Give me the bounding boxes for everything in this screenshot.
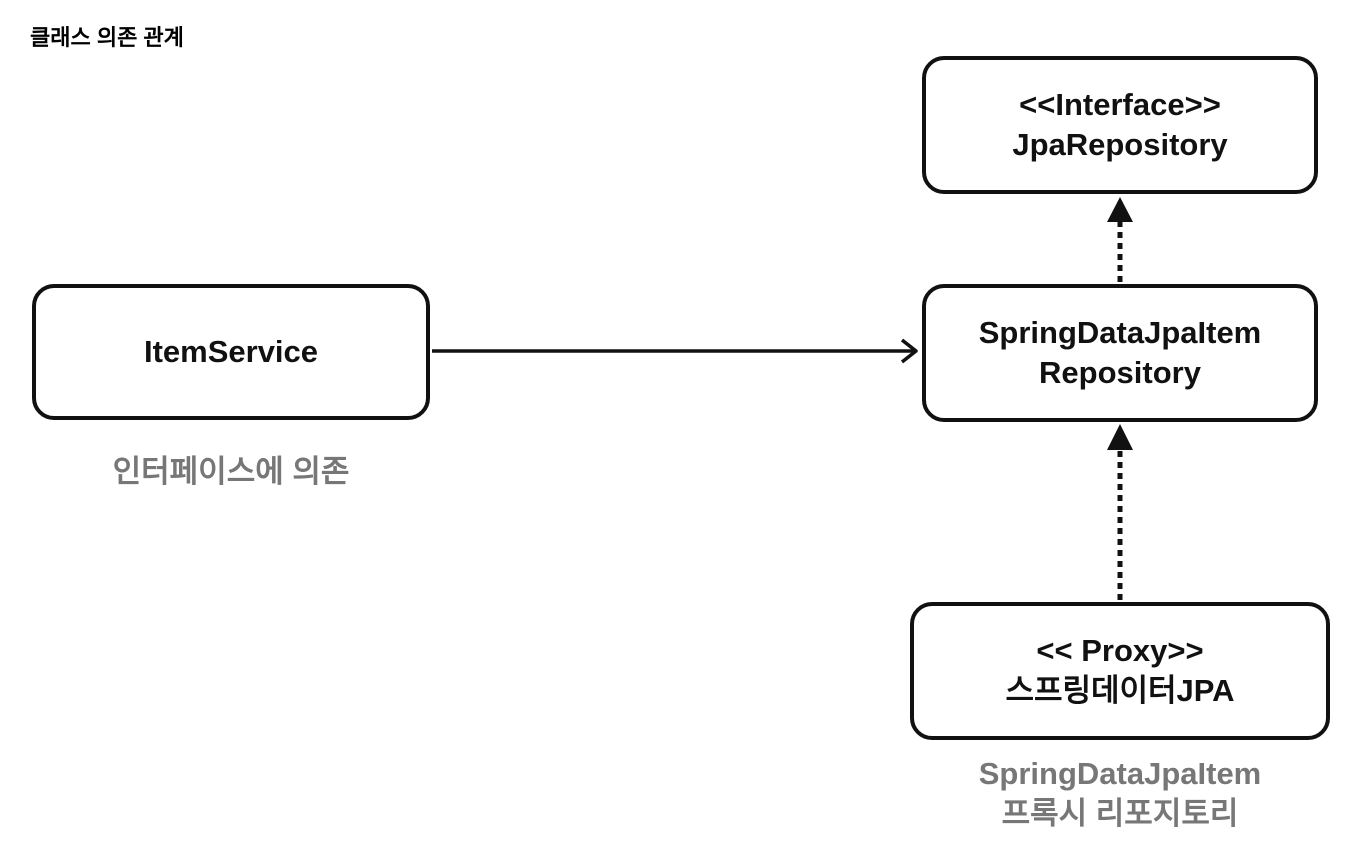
stereotype-label: << Proxy>> [1036, 632, 1204, 668]
proxy-caption: SpringDataJpaItem 프록시 리포지토리 [900, 754, 1340, 835]
class-name-line2: Repository [1039, 355, 1201, 390]
filled-arrowhead [1107, 424, 1133, 450]
filled-arrowhead [1107, 197, 1133, 222]
jpa-repository-node: <<Interface>> JpaRepository [922, 56, 1318, 194]
edge-proxy-to-repository [1107, 424, 1133, 600]
spring-data-jpa-item-repository-node: SpringDataJpaItem Repository [922, 284, 1318, 422]
class-name-line1: SpringDataJpaItem [978, 314, 1262, 350]
class-name-label: JpaRepository [1012, 127, 1228, 162]
item-service-caption: 인터페이스에 의존 [112, 454, 350, 489]
item-service-node: ItemService [32, 284, 430, 420]
class-name-label: ItemService [143, 333, 319, 369]
stereotype-label: <<Interface>> [1019, 86, 1221, 122]
edge-repository-to-jparepository [1107, 197, 1133, 282]
proxy-node: << Proxy>> 스프링데이터JPA [910, 602, 1330, 740]
diagram-title: 클래스 의존 관계 [30, 25, 184, 50]
open-arrowhead [900, 338, 918, 364]
proxy-name-label: 스프링데이터JPA [1005, 673, 1235, 708]
proxy-caption-line2: 프록시 리포지토리 [1001, 796, 1239, 832]
edge-itemservice-to-repository [432, 338, 918, 364]
proxy-caption-line1: SpringDataJpaItem [978, 756, 1262, 791]
